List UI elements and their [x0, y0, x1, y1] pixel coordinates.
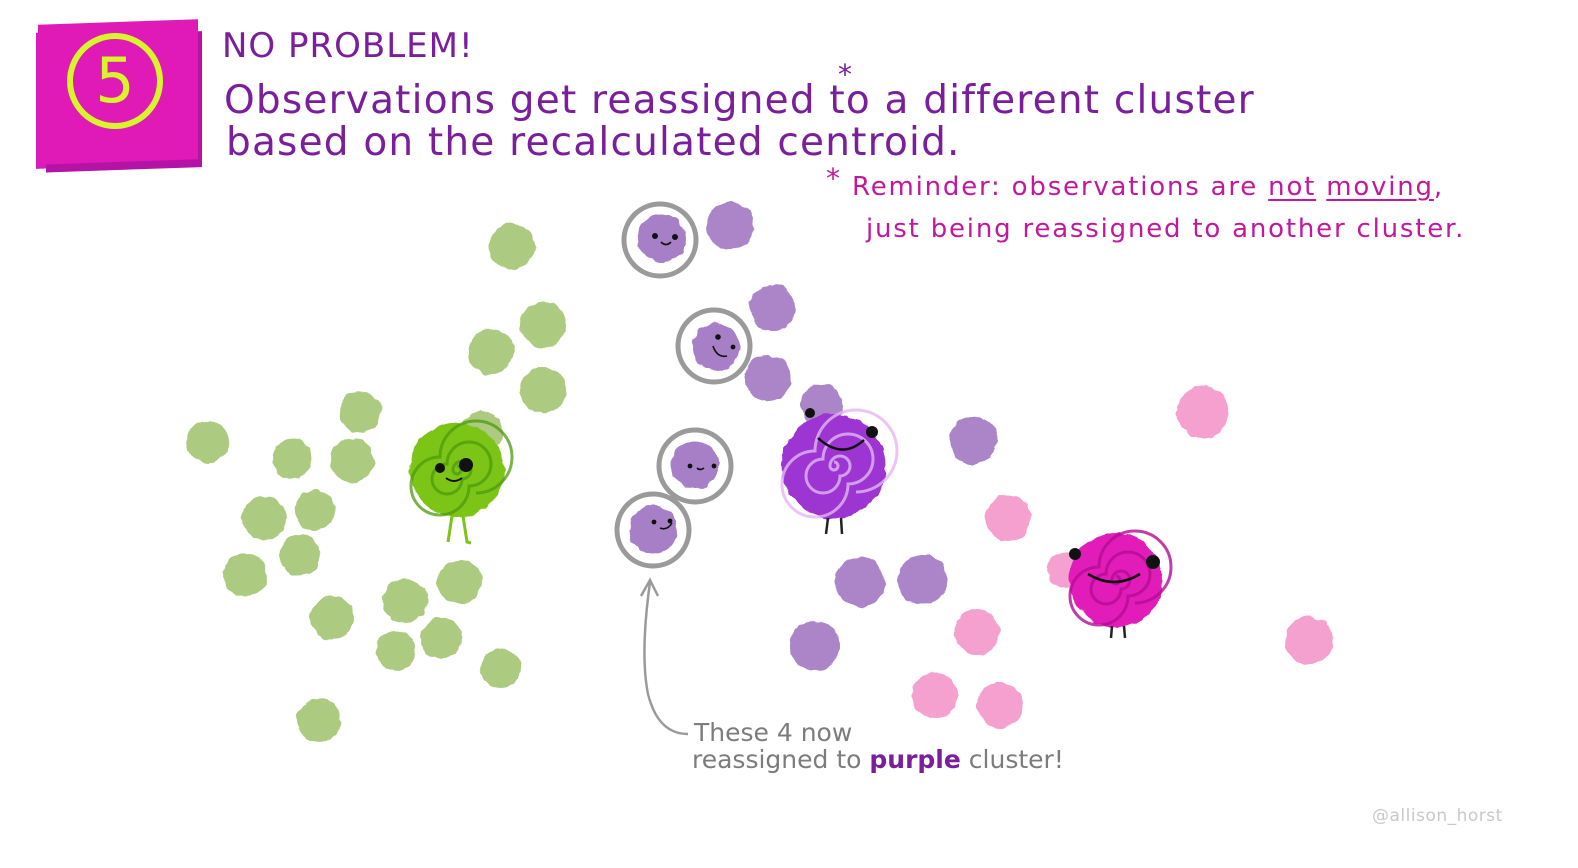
- green-observation: [481, 648, 521, 688]
- centroid-smile: [817, 437, 865, 451]
- note-line-1: These 4 now: [694, 718, 853, 747]
- green-observation: [280, 535, 320, 575]
- centroid-eye: [805, 408, 815, 418]
- observation-eye: [652, 233, 658, 239]
- reassigned-ring: [614, 491, 692, 569]
- reassigned-ring: [656, 427, 734, 505]
- reassigned-ring: [621, 201, 699, 279]
- purple-observation: [949, 416, 997, 464]
- purple-observation: [835, 557, 885, 607]
- observation-smile: [712, 345, 728, 358]
- purple-centroid: [780, 408, 899, 535]
- observation-eye: [667, 518, 673, 524]
- purple-cluster: [706, 202, 997, 671]
- spiral-icon: [780, 408, 899, 519]
- green-observation: [438, 560, 482, 604]
- step-ring: [67, 33, 163, 129]
- step-number: 5: [95, 44, 135, 117]
- purple-observation: [898, 555, 948, 605]
- centroid-eye: [1069, 548, 1081, 560]
- reassigned-observation: [629, 506, 677, 554]
- purple-observation: [706, 202, 754, 250]
- reminder-line-2: just being reassigned to another cluster…: [866, 214, 1466, 244]
- title-line-1-rest: to a different cluster: [815, 78, 1255, 123]
- reminder-space: [1316, 172, 1326, 202]
- green-observation: [295, 490, 335, 530]
- centroid-smile: [1087, 572, 1141, 584]
- note-purple-word: purple: [869, 745, 961, 774]
- centroid-eye: [1146, 555, 1160, 569]
- green-observation: [489, 223, 535, 269]
- pink-cluster: [912, 386, 1333, 728]
- note-text-end: cluster!: [960, 745, 1064, 774]
- purple-observation: [745, 355, 791, 401]
- pink-observation: [1285, 616, 1333, 664]
- observation-eye: [715, 334, 721, 340]
- title-line-2: based on the recalculated centroid.: [226, 120, 961, 165]
- green-observation: [272, 439, 312, 479]
- observation-eye: [651, 519, 657, 525]
- note-line-2: reassigned to purple cluster!: [692, 745, 1064, 774]
- centroid-eye: [435, 463, 445, 473]
- green-observation: [520, 367, 566, 413]
- reminder-moving: moving: [1326, 172, 1434, 202]
- title-line-1-text: Observations get reassigned: [224, 78, 816, 123]
- observation-eye: [711, 463, 717, 469]
- observation-eye: [687, 463, 693, 469]
- green-observation: [242, 496, 286, 540]
- purple-observation: [790, 621, 840, 671]
- centroid-eye: [459, 458, 473, 472]
- reassigned-observation: [671, 441, 719, 489]
- reassigned-ring: [675, 307, 753, 385]
- green-cluster: [186, 223, 566, 742]
- green-observation: [297, 698, 341, 742]
- annotation-arrow: [643, 581, 689, 736]
- reminder-line-1: Reminder: observations are not moving,: [852, 172, 1444, 202]
- reminder-comma: ,: [1433, 172, 1444, 202]
- reminder-asterisk: *: [826, 162, 840, 195]
- reassigned-observations: [614, 201, 753, 569]
- green-observation: [520, 302, 566, 348]
- pink-observation: [977, 682, 1023, 728]
- green-observation: [310, 596, 354, 640]
- purple-observation: [750, 285, 796, 331]
- centroid-leg: [1109, 625, 1127, 639]
- reminder-text: Reminder: observations are: [852, 172, 1269, 202]
- green-observation: [339, 391, 381, 433]
- observation-smile: [696, 467, 705, 471]
- centroid-leg: [446, 515, 472, 545]
- green-observation: [330, 438, 374, 482]
- arrow-head: [639, 577, 660, 597]
- green-observation: [186, 421, 228, 463]
- green-centroid: [409, 419, 514, 545]
- title-asterisk: *: [838, 58, 852, 91]
- pink-observation: [954, 609, 1000, 655]
- centroid-smile: [445, 477, 463, 482]
- title-line-1: Observations get reassigned to a differe…: [224, 78, 1255, 123]
- green-observation: [383, 579, 427, 623]
- observation-smile: [660, 241, 672, 246]
- pink-observation: [985, 495, 1031, 541]
- reminder-not: not: [1268, 172, 1317, 202]
- observation-eye: [672, 234, 678, 240]
- green-observation: [223, 553, 267, 597]
- signature: @allison_horst: [1372, 806, 1503, 826]
- centroid-eye: [866, 426, 878, 438]
- centroid-leg: [824, 517, 844, 535]
- green-observation: [376, 631, 416, 671]
- observation-eye: [730, 344, 736, 350]
- pink-centroid: [1068, 529, 1173, 639]
- reassigned-observation: [638, 214, 686, 262]
- observation-smile: [659, 522, 673, 530]
- green-observation: [420, 617, 462, 659]
- pink-observation: [912, 672, 958, 718]
- green-observation: [468, 329, 514, 375]
- heading: NO PROBLEM!: [222, 26, 474, 66]
- reassigned-observation: [692, 323, 740, 371]
- note-text: reassigned to: [692, 745, 870, 774]
- pink-observation: [1177, 386, 1229, 438]
